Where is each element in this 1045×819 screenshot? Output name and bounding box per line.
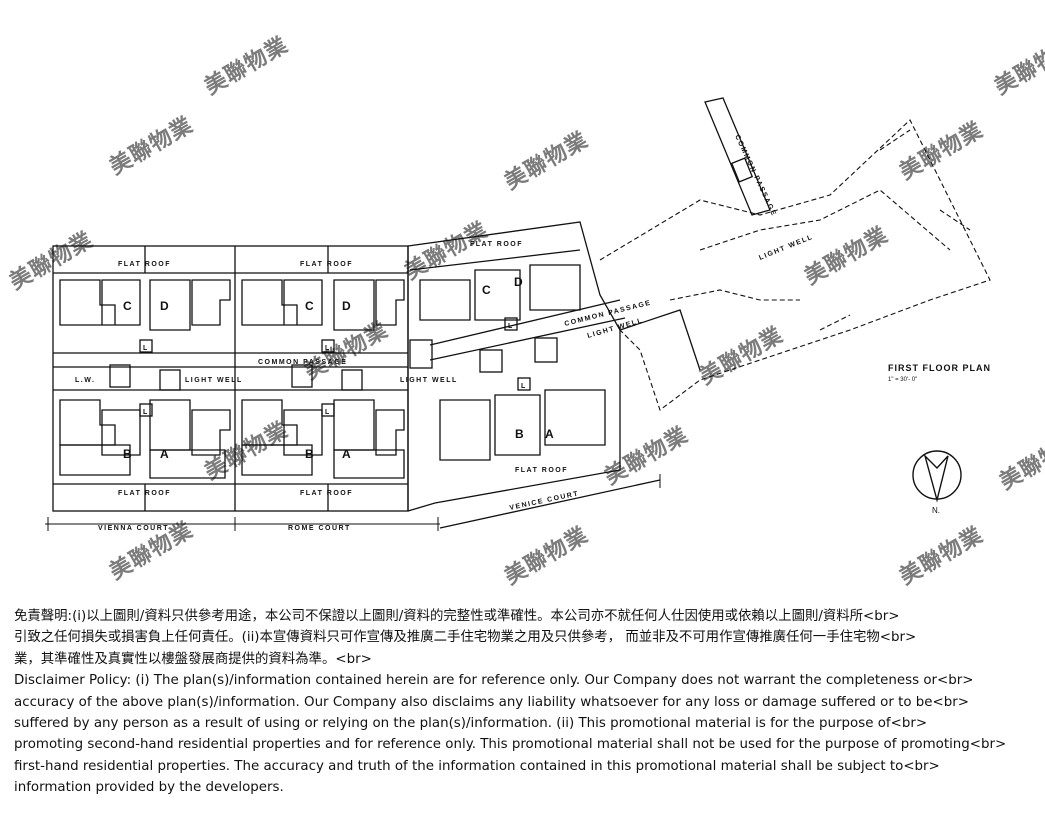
vienna-court-label: VIENNA COURT [98, 525, 169, 532]
plan-scale: 1" = 30'- 0" [888, 377, 917, 383]
unit-c-label: C [305, 299, 314, 313]
common-passage-label: COMMON PASSAGE [733, 134, 777, 218]
flat-roof-label: FLAT ROOF [300, 490, 353, 497]
common-passage-label: COMMON PASSAGE [258, 359, 347, 366]
svg-text:美聯物業: 美聯物業 [500, 127, 592, 195]
disclaimer-en-line: accuracy of the above plan(s)/informatio… [14, 694, 969, 710]
svg-text:美聯物業: 美聯物業 [200, 32, 292, 100]
flat-roof-label: FLAT ROOF [470, 241, 523, 248]
unit-d-label: D [514, 275, 523, 289]
plan-title: FIRST FLOOR PLAN [888, 363, 991, 373]
venice-court-label: VENICE COURT [509, 490, 580, 512]
lift-label: L [521, 383, 527, 390]
svg-text:美聯物業: 美聯物業 [600, 422, 692, 490]
disclaimer-en-line: Disclaimer Policy: (i) The plan(s)/infor… [14, 673, 974, 689]
disclaimer-en-line: first-hand residential properties. The a… [14, 758, 940, 774]
disclaimer-zh-line: 免責聲明:(i)以上圖則/資料只供參考用途，本公司不保證以上圖則/資料的完整性或… [14, 609, 900, 624]
unit-d-label: D [160, 299, 169, 313]
lift-label: L [325, 409, 331, 416]
disclaimer-en-line: suffered by any person as a result of us… [14, 716, 928, 732]
lift-label: L [508, 323, 514, 330]
flat-roof-label: FLAT ROOF [118, 261, 171, 268]
unit-a-label: A [545, 427, 554, 441]
svg-text:美聯物業: 美聯物業 [5, 227, 97, 295]
disclaimer-en-line: information provided by the developers. [14, 780, 284, 796]
svg-text:美聯物業: 美聯物業 [500, 522, 592, 590]
lift-label: L [143, 409, 149, 416]
unit-b-label: B [123, 447, 132, 461]
disclaimer-zh-line: 業，其準確性及真實性以樓盤發展商提供的資料為準。<br> [14, 651, 372, 667]
disclaimer: 免責聲明:(i)以上圖則/資料只供參考用途，本公司不保證以上圖則/資料的完整性或… [14, 606, 1044, 799]
unit-b-label: B [305, 447, 314, 461]
svg-text:美聯物業: 美聯物業 [995, 427, 1045, 495]
unit-c-label: C [482, 283, 491, 297]
unit-a-label: A [160, 447, 169, 461]
unit-d-label: D [342, 299, 351, 313]
light-well-label: LIGHT WELL [758, 234, 814, 262]
svg-text:美聯物業: 美聯物業 [300, 317, 392, 385]
svg-text:美聯物業: 美聯物業 [895, 117, 987, 185]
svg-text:美聯物業: 美聯物業 [400, 217, 492, 285]
disclaimer-en-line: promoting second-hand residential proper… [14, 737, 1007, 753]
svg-text:美聯物業: 美聯物業 [990, 32, 1045, 100]
svg-text:美聯物業: 美聯物業 [105, 112, 197, 180]
light-well-label: LIGHT WELL [400, 377, 458, 384]
floor-plan: FLAT ROOF FLAT ROOF FLAT ROOF FLAT ROOF … [5, 32, 1045, 590]
unit-c-label: C [123, 299, 132, 313]
flat-roof-label: FLAT ROOF [515, 467, 568, 474]
disclaimer-zh-line: 引致之任何損失或損害負上任何責任。(ii)本宣傳資料只可作宣傳及推廣二手住宅物業… [14, 630, 917, 646]
unit-a-label: A [342, 447, 351, 461]
lift-label: L [143, 345, 149, 352]
light-well-label: LIGHT WELL [185, 377, 243, 384]
svg-text:美聯物業: 美聯物業 [800, 222, 892, 290]
north-label: N. [932, 506, 940, 515]
flat-roof-label: FLAT ROOF [118, 490, 171, 497]
svg-text:美聯物業: 美聯物業 [895, 522, 987, 590]
unit-b-label: B [515, 427, 524, 441]
lift-label: L [325, 345, 331, 352]
flat-roof-label: FLAT ROOF [300, 261, 353, 268]
north-arrow-icon [912, 450, 962, 503]
rome-court-label: ROME COURT [288, 525, 351, 532]
lw-label: L.W. [75, 377, 95, 384]
